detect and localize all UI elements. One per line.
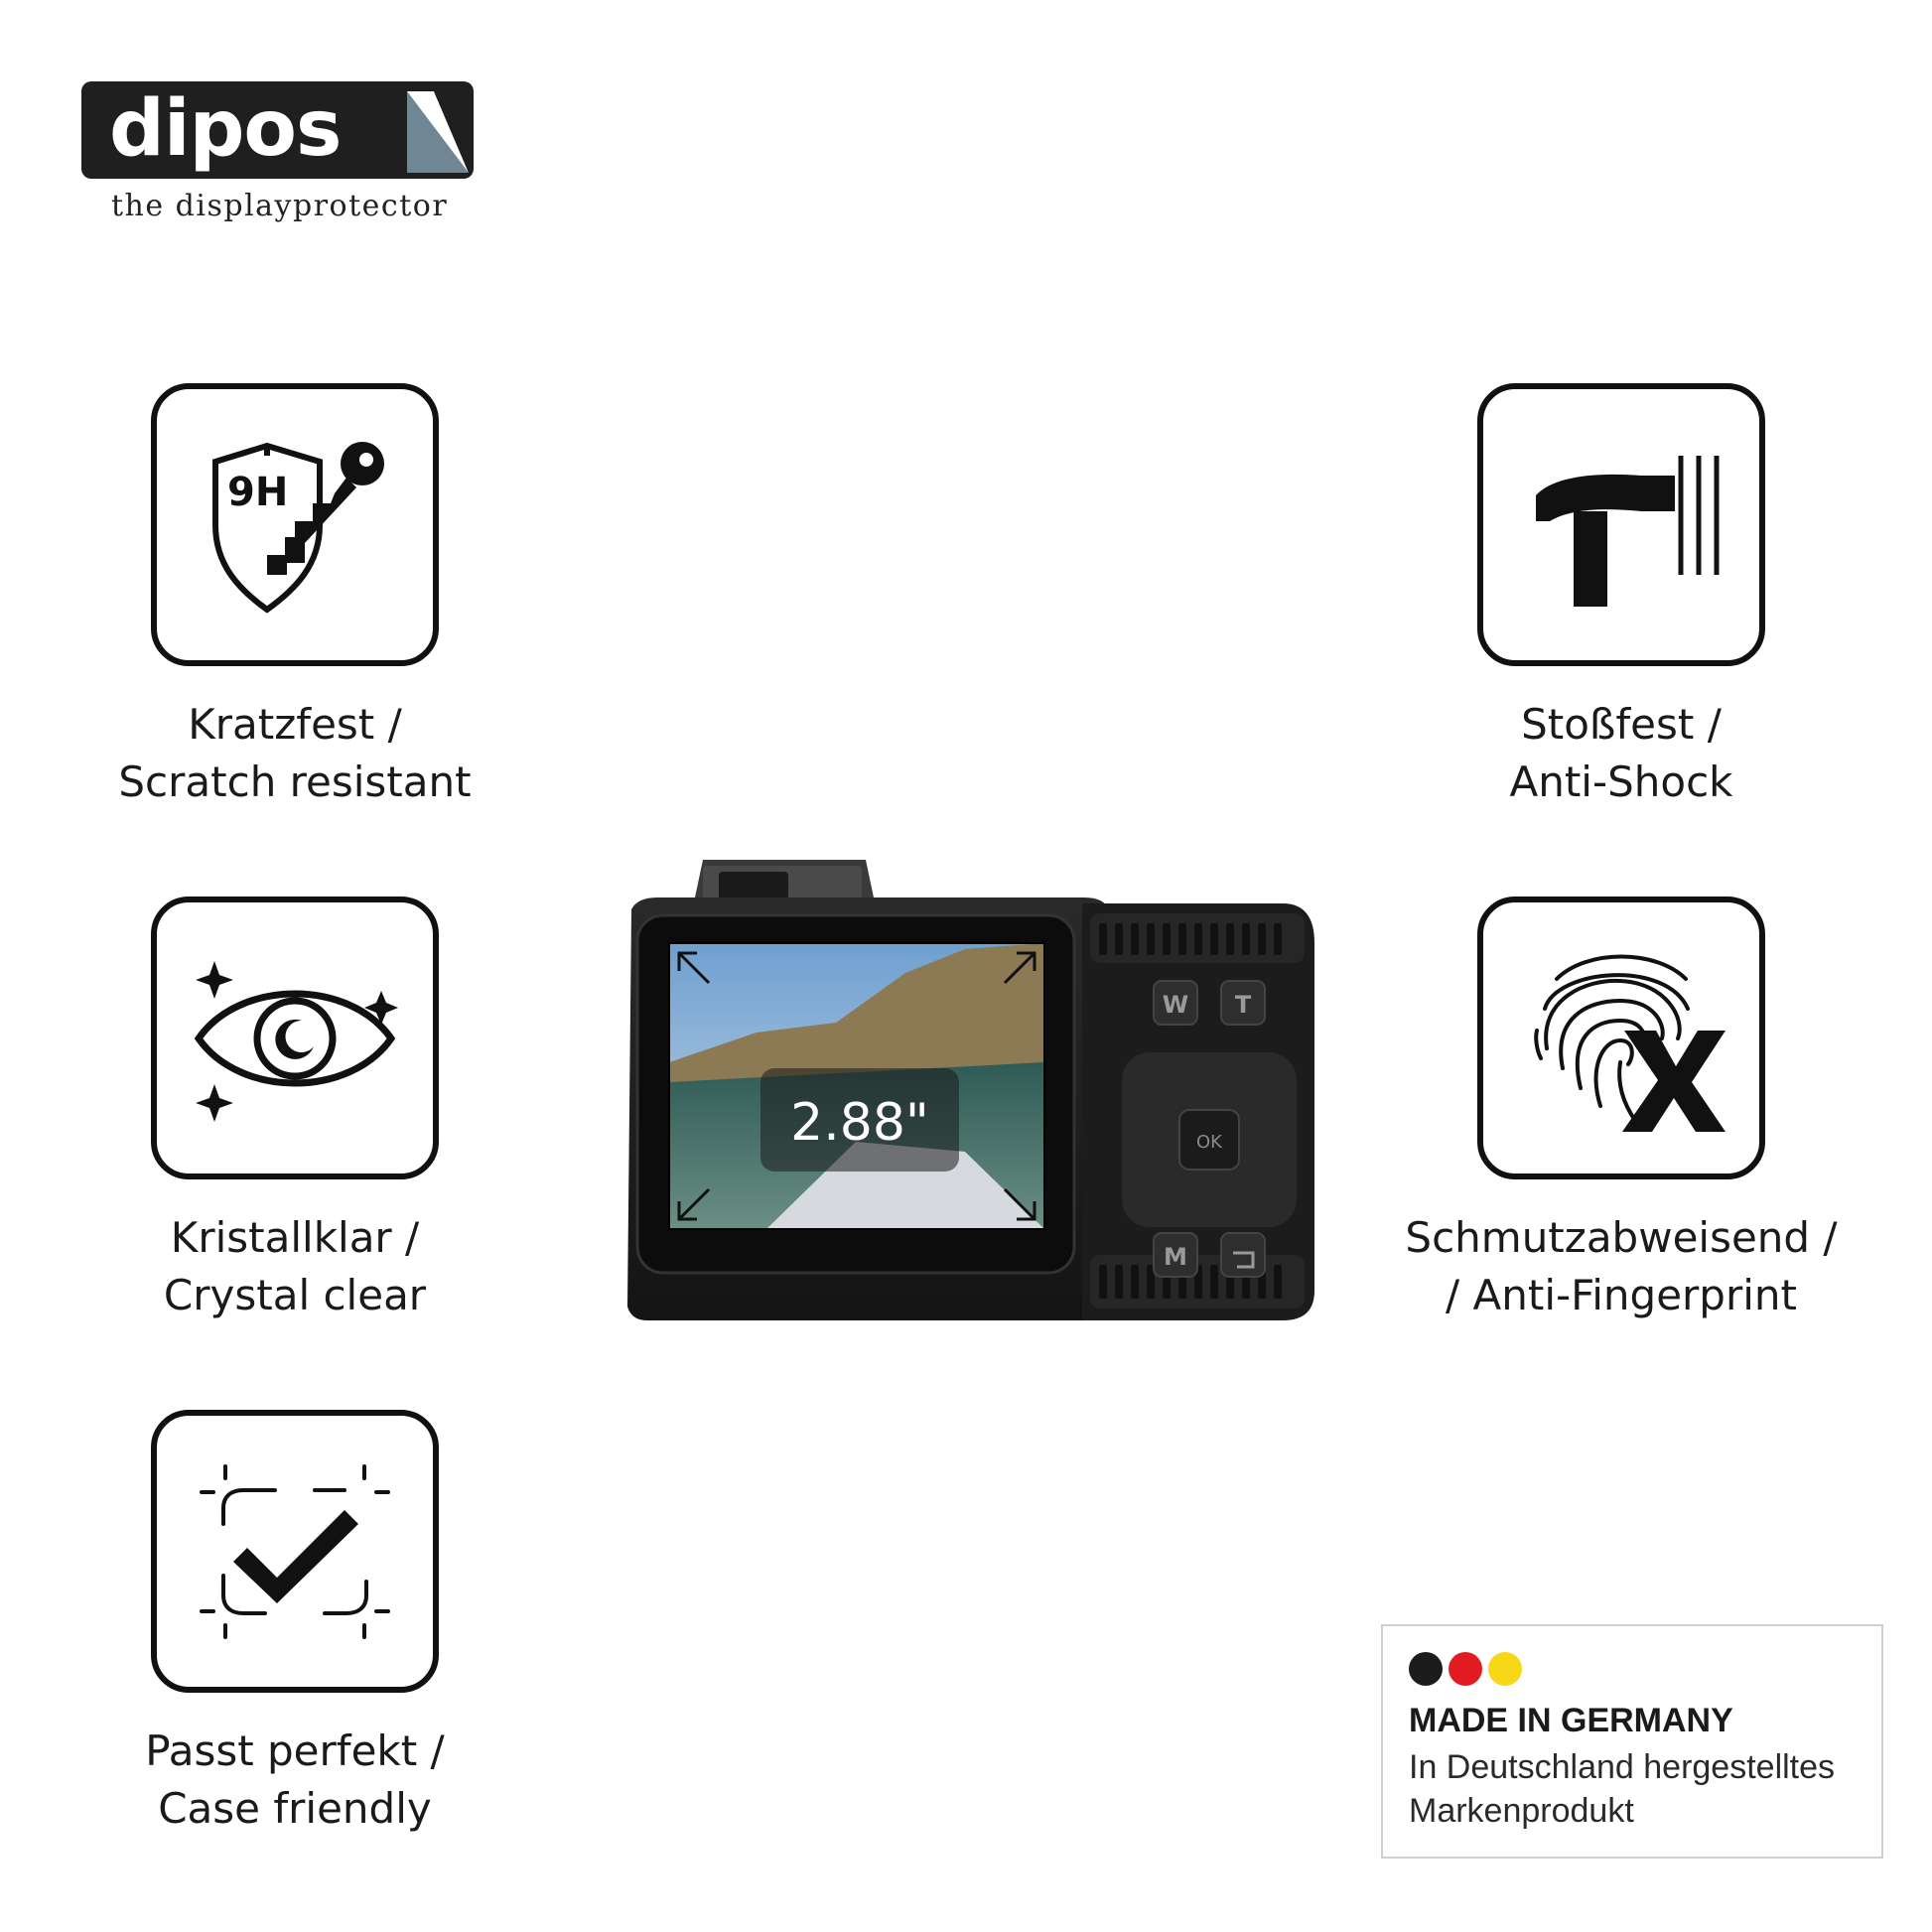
ok-button-label: OK <box>1196 1132 1223 1153</box>
t-button-label: T <box>1235 991 1252 1019</box>
made-in-germany-title: MADE IN GERMANY <box>1409 1702 1733 1739</box>
shield-key-9h-icon: 9H <box>212 441 384 614</box>
feature-caption: Schmutzabweisend / / Anti-Fingerprint <box>1405 1213 1838 1319</box>
made-in-germany-badge: MADE IN GERMANY In Deutschland hergestel… <box>1381 1624 1883 1859</box>
camera-product-image: W T OK M 2.88" <box>608 854 1322 1330</box>
made-in-germany-subtitle: In Deutschland hergestelltes Markenprodu… <box>1409 1748 1836 1830</box>
yellow-dot <box>1488 1652 1522 1686</box>
feature-caption: Stoßfest / Anti-Shock <box>1509 700 1733 806</box>
feature-case-friendly: Passt perfekt / Case friendly <box>86 1410 503 1838</box>
logo-page-curl-icon <box>407 91 469 173</box>
black-dot <box>1409 1652 1443 1686</box>
feature-anti-shock: Stoßfest / Anti-Shock <box>1413 383 1830 811</box>
feature-crystal-clear: Kristallklar / Crystal clear <box>86 897 503 1324</box>
feature-tile <box>151 1410 439 1693</box>
camera-illustration: W T OK M 2.88" <box>627 860 1314 1320</box>
feature-caption: Kristallklar / Crystal clear <box>163 1213 427 1319</box>
check-frame-icon <box>200 1463 390 1639</box>
feature-tile <box>1477 897 1765 1179</box>
logo-wordmark: dipos <box>109 84 342 174</box>
feature-tile <box>1477 383 1765 666</box>
hammer-icon <box>1536 455 1720 607</box>
m-button-label: M <box>1164 1243 1187 1271</box>
9h-badge: 9H <box>227 470 288 515</box>
fingerprint-x-icon <box>1534 954 1725 1132</box>
w-button-label: W <box>1163 991 1188 1019</box>
eye-sparkle-icon <box>194 960 398 1122</box>
feature-tile <box>151 897 439 1179</box>
feature-tile: 9H <box>151 383 439 666</box>
dipos-logo: dipos the displayprotector <box>81 81 479 230</box>
red-dot <box>1449 1652 1482 1686</box>
feature-anti-fingerprint: Schmutzabweisend / / Anti-Fingerprint <box>1363 897 1879 1324</box>
logo-tagline: the displayprotector <box>111 189 449 223</box>
feature-caption: Kratzfest / Scratch resistant <box>118 700 472 806</box>
feature-caption: Passt perfekt / Case friendly <box>145 1726 445 1833</box>
feature-scratch-resistant: 9H Kratzfest / Scratch resistant <box>86 383 503 811</box>
screen-size-label: 2.88" <box>790 1093 929 1153</box>
